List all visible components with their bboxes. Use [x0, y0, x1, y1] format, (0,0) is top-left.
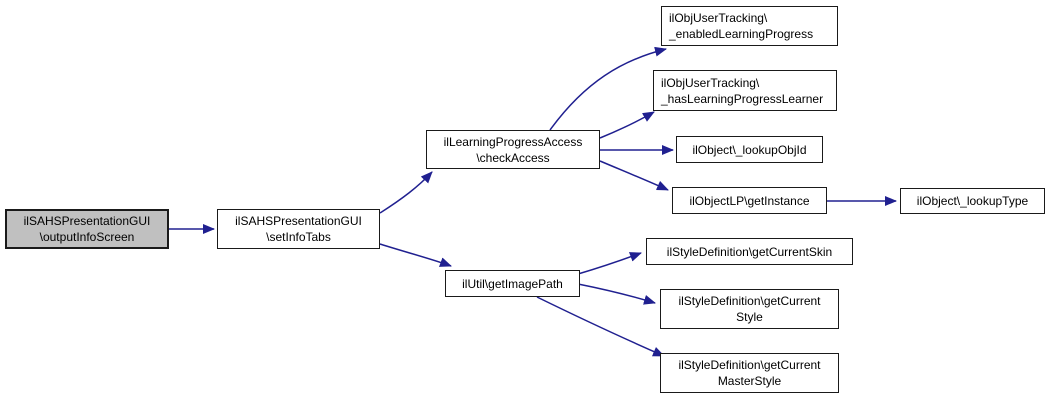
node-label-line: Style	[736, 310, 763, 324]
node-checkAccess[interactable]: ilLearningProgressAccess \checkAccess	[426, 130, 600, 169]
node-label-line: _enabledLearningProgress	[669, 27, 814, 41]
node-label-line: MasterStyle	[717, 374, 782, 388]
node-label-line: ilObjectLP\getInstance	[689, 193, 810, 208]
edge-checkAccess-hasLearningProgressLearner	[599, 111, 655, 139]
node-label-line: ilStyleDefinition\getCurrent	[678, 358, 821, 372]
node-enabledLearningProgress[interactable]: ilObjUserTracking\ _enabledLearningProgr…	[661, 6, 838, 46]
edge-getImagePath-getCurrentSkin	[577, 252, 642, 275]
node-label-line: ilSAHSPresentationGUI	[235, 214, 362, 228]
node-outputInfoScreen: ilSAHSPresentationGUI \outputInfoScreen	[5, 209, 169, 249]
edge-setInfoTabs-getImagePath	[379, 243, 452, 267]
node-lookupType[interactable]: ilObject\_lookupType	[900, 188, 1045, 214]
node-getImagePath[interactable]: ilUtil\getImagePath	[445, 270, 580, 297]
node-label-line: ilUtil\getImagePath	[462, 276, 563, 291]
edge-setInfoTabs-checkAccess	[379, 171, 433, 214]
node-label-line: \setInfoTabs	[266, 230, 331, 244]
node-label-line: ilObjUserTracking\	[669, 11, 768, 25]
node-label-line: \outputInfoScreen	[39, 230, 135, 244]
node-label-line: ilObject\_lookupType	[916, 194, 1029, 208]
node-getInstance[interactable]: ilObjectLP\getInstance	[672, 187, 827, 214]
node-label-line: ilObject\_lookupObjId	[692, 142, 807, 157]
node-label-line: ilObjUserTracking\	[661, 75, 760, 90]
node-label-line: ilLearningProgressAccess	[443, 134, 583, 149]
node-label-line: ilStyleDefinition\getCurrent	[678, 294, 821, 308]
node-hasLearningProgressLearner[interactable]: ilObjUserTracking\ _hasLearningProgressL…	[653, 70, 837, 111]
node-getCurrentMasterStyle[interactable]: ilStyleDefinition\getCurrent MasterStyle	[660, 353, 839, 393]
node-lookupObjId[interactable]: ilObject\_lookupObjId	[676, 136, 823, 163]
node-label-line: _hasLearningProgressLearner	[661, 91, 824, 106]
edge-getImagePath-getCurrentMasterStyle	[536, 296, 665, 357]
node-label-line: ilSAHSPresentationGUI	[23, 214, 151, 228]
edge-getImagePath-getCurrentStyle	[577, 283, 656, 305]
node-label-line: ilStyleDefinition\getCurrentSkin	[666, 244, 833, 259]
node-label-line: \checkAccess	[476, 150, 550, 165]
edge-checkAccess-enabledLearningProgress	[549, 46, 667, 131]
node-getCurrentSkin[interactable]: ilStyleDefinition\getCurrentSkin	[646, 238, 853, 265]
node-setInfoTabs[interactable]: ilSAHSPresentationGUI \setInfoTabs	[217, 209, 380, 249]
edge-checkAccess-getInstance	[599, 160, 669, 191]
node-getCurrentStyle[interactable]: ilStyleDefinition\getCurrent Style	[660, 289, 839, 329]
